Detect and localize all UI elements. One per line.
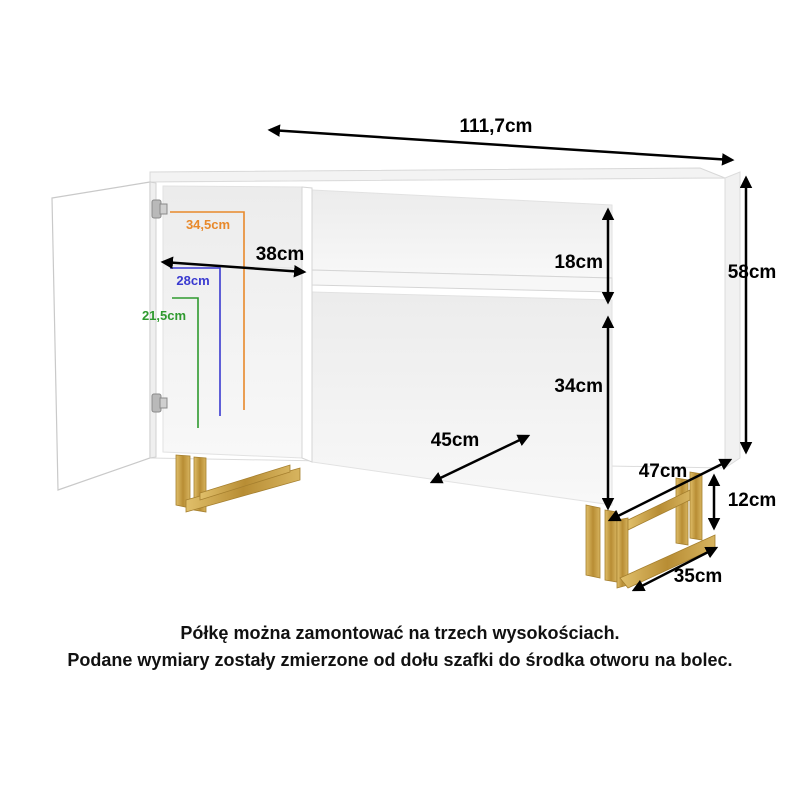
label-inner-depth-left: 38cm: [256, 244, 305, 265]
label-height-total: 58cm: [728, 262, 777, 283]
label-shelf-pos-2: 28cm: [176, 273, 209, 288]
dimension-arrows: [160, 124, 753, 592]
caption-line-2: Podane wymiary zostały zmierzone od dołu…: [67, 650, 733, 670]
label-depth-total: 47cm: [639, 461, 688, 482]
leg-depth-arrow: [631, 546, 719, 592]
label-width-total: 111,7cm: [460, 116, 533, 137]
label-shelf-pos-3: 21,5cm: [142, 308, 186, 323]
label-shelf-pos-1: 34,5cm: [186, 217, 230, 232]
width-arrow: [267, 124, 735, 166]
label-leg-depth: 35cm: [674, 566, 723, 587]
label-shelf-lower: 34cm: [554, 376, 603, 397]
label-leg-height: 12cm: [728, 490, 777, 511]
dimension-labels: 111,7cm 58cm 18cm 34cm 38cm 45cm 47cm 12…: [142, 116, 776, 587]
cabinet-door: [51, 181, 157, 491]
label-shelf-upper: 18cm: [554, 252, 603, 273]
label-inner-depth-right: 45cm: [431, 430, 480, 451]
inner-depth-left-arrow: [160, 256, 307, 278]
depth-arrow: [607, 458, 733, 522]
cabinet-body: [149, 167, 741, 506]
inner-depth-right-arrow: [429, 434, 531, 484]
orange-marker-line: [170, 211, 245, 410]
green-marker-line: [172, 297, 199, 428]
leg-left: [175, 454, 301, 513]
hinge-icon: [151, 199, 168, 413]
caption-line-1: Półkę można zamontować na trzech wysokoś…: [180, 623, 620, 643]
